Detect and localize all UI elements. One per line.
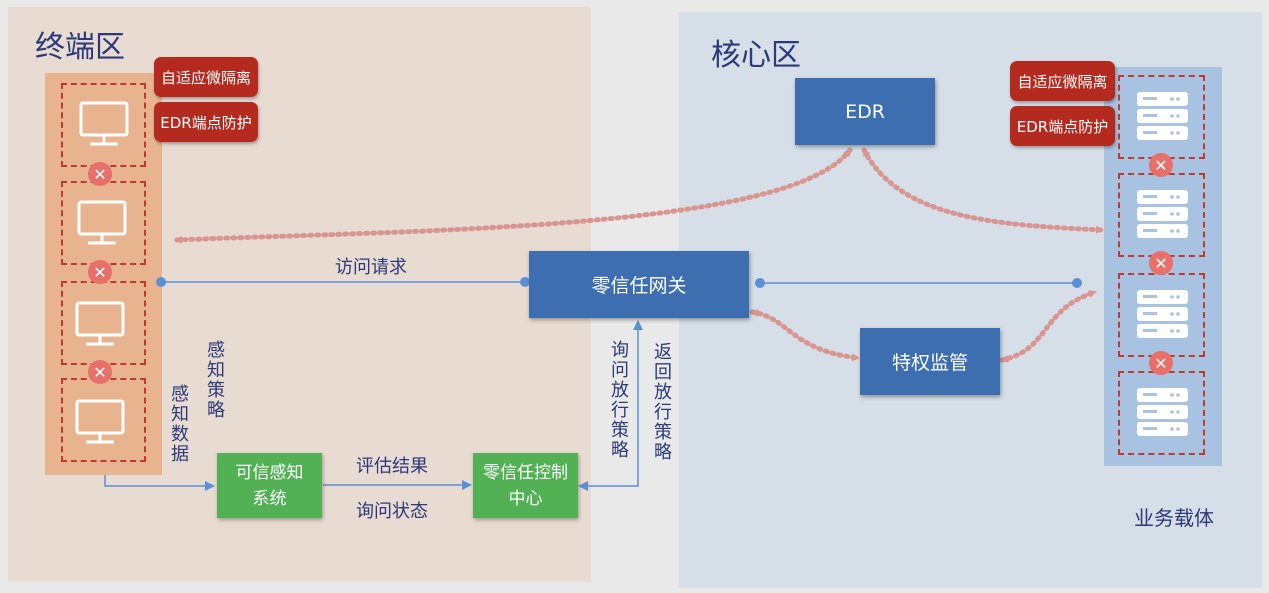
zero-trust-control-line1: 零信任控制	[483, 462, 568, 483]
perception-data-label: 感知数据	[168, 384, 189, 464]
adaptive-micro-isolation-badge: 自适应微隔离	[154, 57, 258, 97]
server-icon	[1137, 190, 1188, 238]
evaluation-result-label: 评估结果	[356, 456, 428, 477]
terminal-zone-title: 终端区	[35, 30, 125, 65]
zero-trust-gateway-node: 零信任网关	[529, 251, 749, 318]
close-icon: ✕	[1149, 251, 1173, 275]
monitor-icon	[79, 101, 129, 146]
edr-endpoint-protection-badge: EDR端点防护	[154, 102, 258, 142]
close-icon: ✕	[88, 162, 112, 186]
edr-node: EDR	[795, 78, 935, 145]
gateway-to-privileged-arrow	[749, 308, 861, 362]
monitor-icon	[75, 399, 125, 444]
edr-endpoint-protection-badge-core: EDR端点防护	[1010, 106, 1115, 146]
close-icon: ✕	[88, 260, 112, 284]
return-release-policy-label: 返回放行策略	[651, 342, 672, 462]
monitor-icon	[75, 301, 125, 346]
trusted-perception-line1: 可信感知	[235, 462, 304, 483]
trusted-perception-line2: 系统	[252, 488, 287, 509]
zero-trust-control-line2: 中心	[508, 488, 543, 509]
close-icon: ✕	[1149, 351, 1173, 375]
server-icon	[1137, 388, 1188, 436]
core-zone-title: 核心区	[711, 38, 801, 73]
access-request-label: 访问请求	[335, 257, 407, 278]
privileged-to-servers-arrow	[999, 289, 1098, 363]
trusted-perception-system-node: 可信感知 系统	[217, 453, 322, 518]
business-carrier-label: 业务载体	[1134, 506, 1214, 530]
server-icon	[1137, 290, 1188, 338]
zero-trust-control-center-node: 零信任控制 中心	[473, 453, 578, 518]
edr-to-endpoints-arrow	[173, 147, 853, 244]
edr-to-servers-arrow	[861, 147, 1105, 234]
privileged-monitoring-node: 特权监管	[860, 328, 1000, 395]
close-icon: ✕	[1149, 153, 1173, 177]
control-to-gateway-line	[580, 320, 643, 487]
perception-data-line	[104, 475, 215, 491]
perception-policy-label: 感知策略	[204, 340, 225, 420]
query-release-policy-label: 询问放行策略	[608, 340, 629, 460]
adaptive-micro-isolation-badge-core: 自适应微隔离	[1010, 61, 1115, 101]
query-status-label: 询问状态	[356, 501, 428, 522]
monitor-icon	[77, 200, 127, 245]
close-icon: ✕	[88, 360, 112, 384]
server-icon	[1137, 92, 1188, 140]
